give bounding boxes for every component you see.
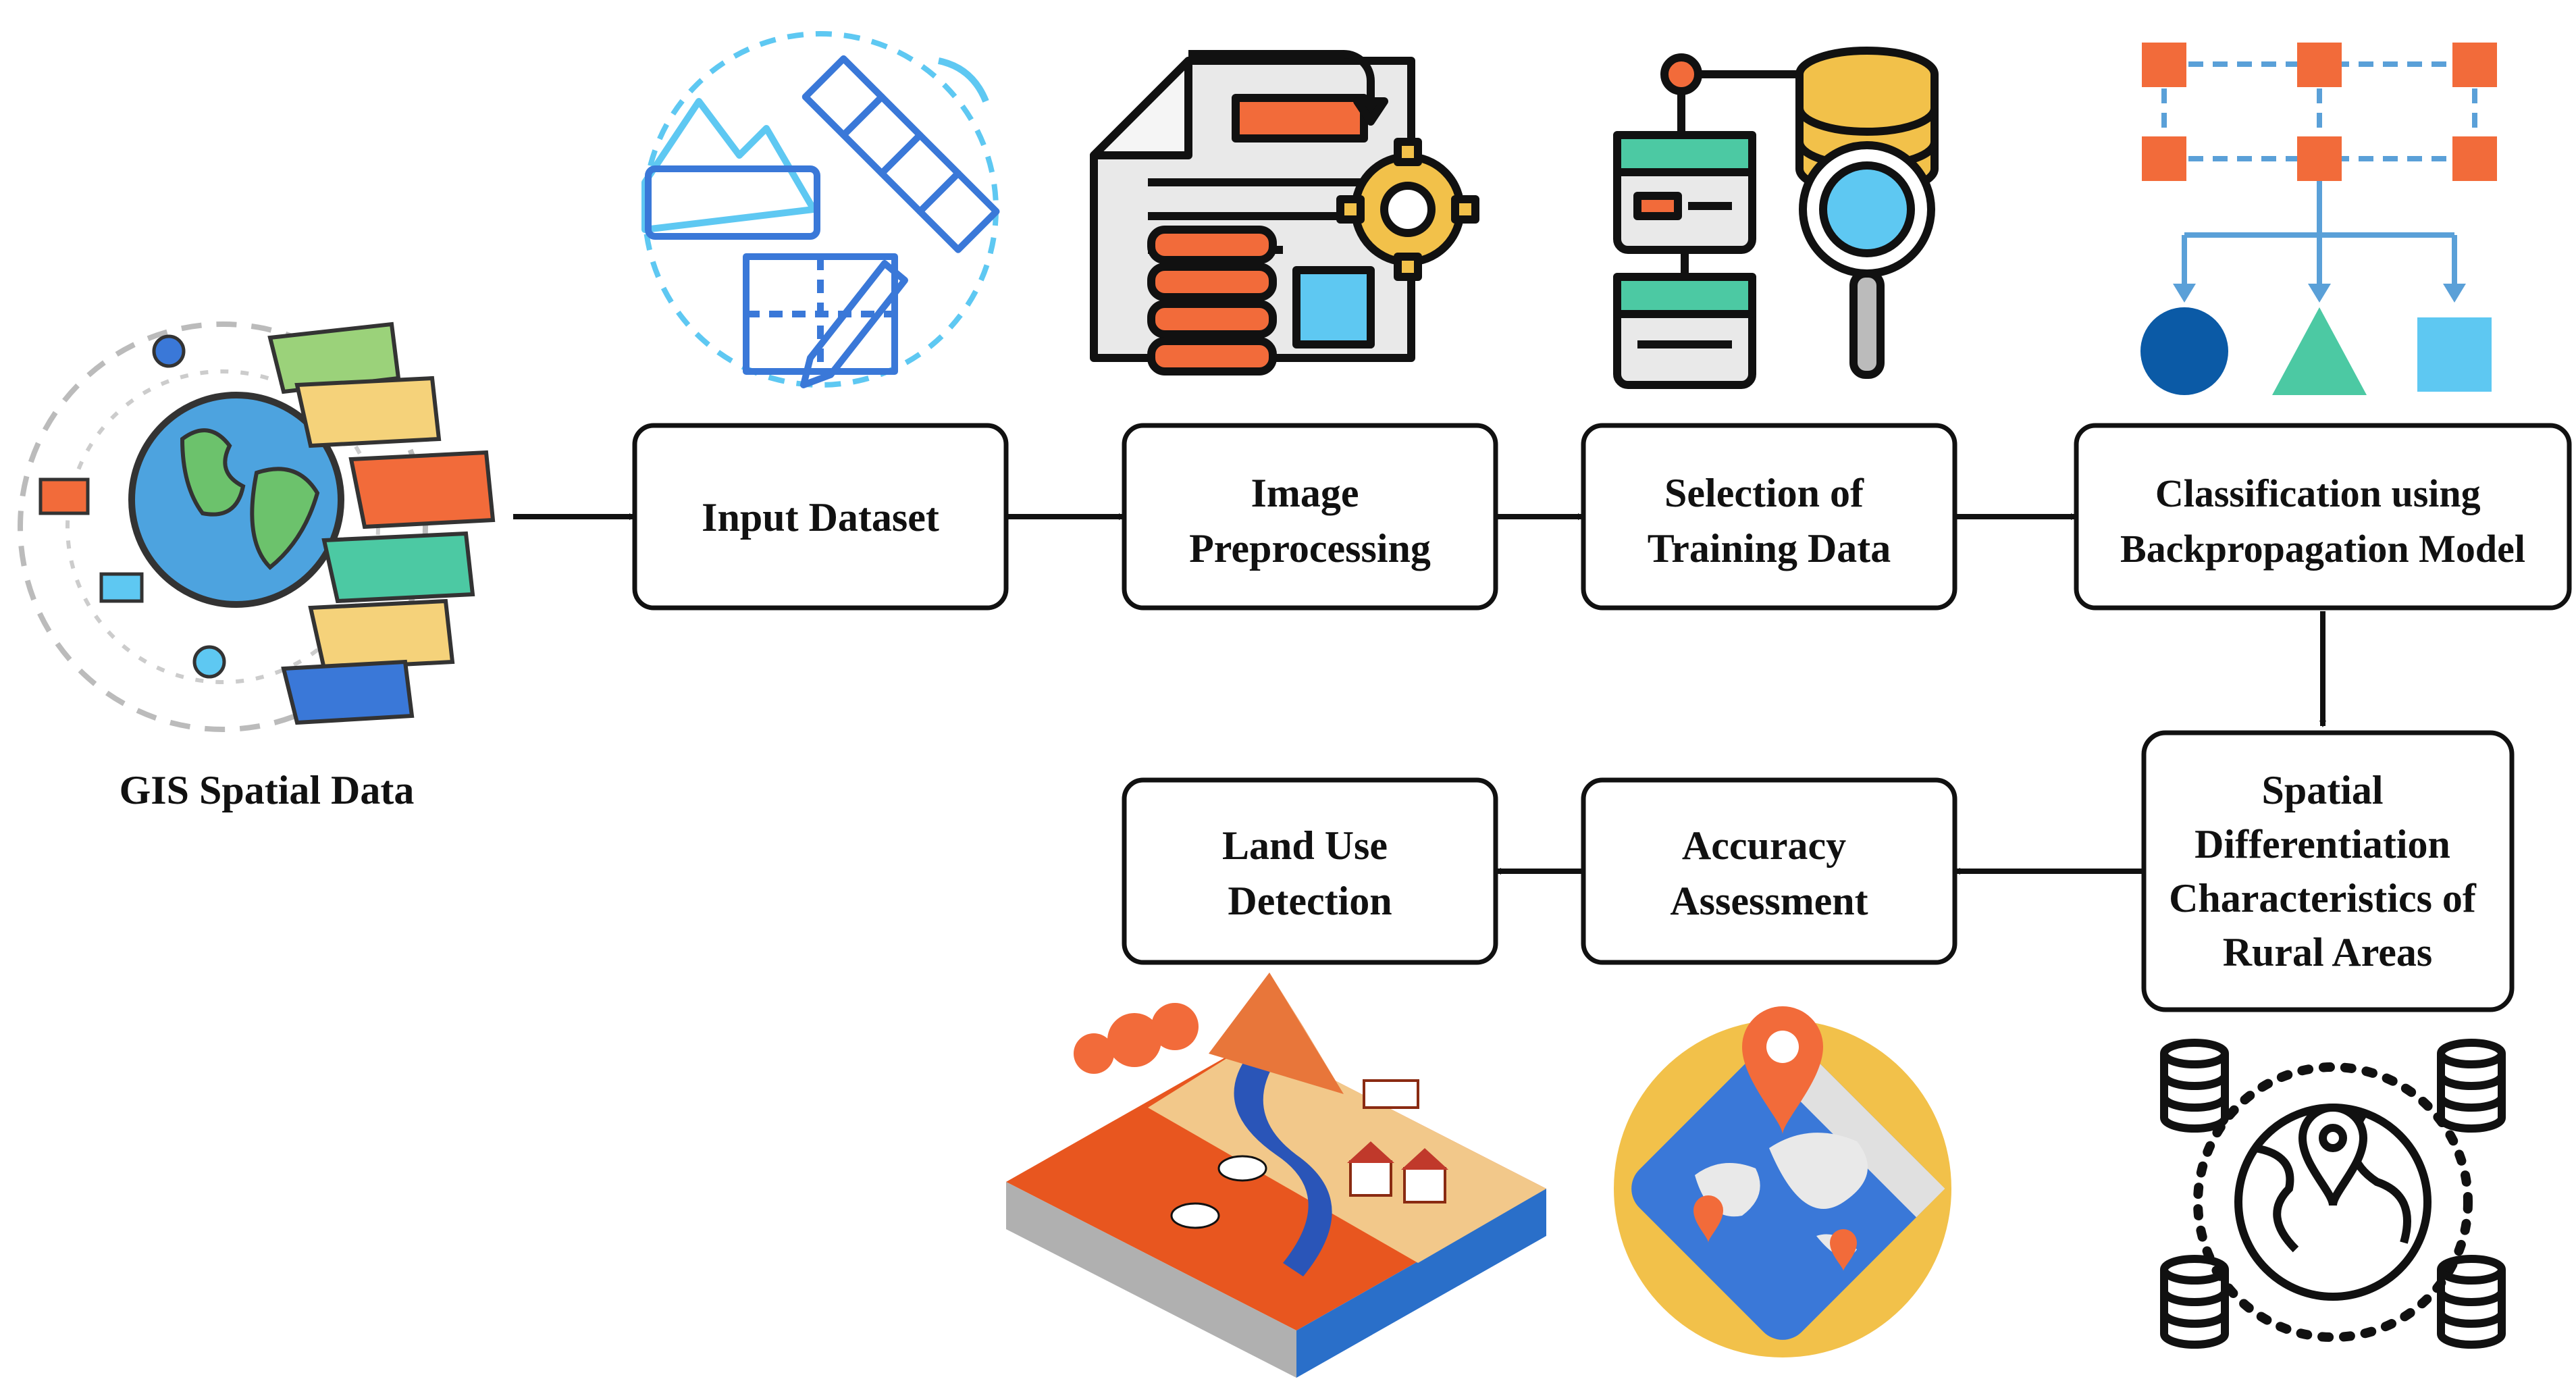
step-classify-line: Backpropagation Model: [2120, 527, 2525, 571]
step-spatial-line: Rural Areas: [2223, 930, 2433, 975]
world-map-pin-icon: [1614, 1006, 1951, 1357]
svg-text:Spatial Differentiation: Spatial Differentiation Characteristics …: [2169, 768, 2486, 975]
server-database-search-icon: [1613, 47, 1939, 389]
step-preprocess-line: Image: [1251, 471, 1359, 515]
svg-text:Land Use Detection: Land Use Detection: [1222, 823, 1398, 923]
step-accuracy-line: Assessment: [1670, 879, 1868, 923]
step-training-line: Selection of: [1664, 471, 1864, 515]
svg-text:Classification using Bac: Classification using Backpropagation Mod…: [2120, 471, 2525, 571]
hierarchy-shapes-icon: [2140, 43, 2497, 395]
step-accuracy: Accuracy Assessment: [1581, 777, 1957, 965]
step-input: Input Dataset: [632, 423, 1009, 611]
global-database-network-icon: [2160, 1039, 2506, 1349]
svg-text:Input Dataset: Input Dataset: [702, 495, 939, 540]
step-input-line: Input Dataset: [702, 495, 939, 540]
step-training: Selection of Training Data: [1581, 423, 1957, 611]
step-landuse-line: Detection: [1228, 879, 1392, 923]
step-spatial-line: Differentiation: [2194, 822, 2450, 866]
step-classify-line: Classification using: [2155, 471, 2481, 515]
satellite-map-icon: [641, 31, 1000, 388]
step-accuracy-line: Accuracy: [1682, 823, 1846, 868]
svg-text:Image Preprocessing: Image Preprocessing: [1189, 471, 1431, 571]
step-preprocess-line: Preprocessing: [1189, 526, 1431, 571]
document-database-gear-icon: [1090, 50, 1479, 376]
step-training-line: Training Data: [1648, 526, 1891, 571]
svg-text:Selection of Training Da: Selection of Training Data: [1648, 471, 1891, 571]
globe-layers-icon: [18, 321, 496, 732]
step-classify: Classification using Backpropagation Mod…: [2074, 423, 2572, 611]
rural-landscape-icon: [1006, 973, 1546, 1378]
step-landuse-line: Land Use: [1222, 823, 1388, 868]
step-preprocess: Image Preprocessing: [1122, 423, 1498, 611]
source-label: GIS Spatial Data: [120, 768, 415, 812]
step-landuse: Land Use Detection: [1122, 777, 1498, 965]
svg-text:Accuracy Assessment: Accuracy Assessment: [1670, 823, 1868, 923]
step-spatial-line: Characteristics of: [2169, 876, 2477, 921]
flow-arrows: [513, 513, 2326, 875]
step-spatial: Spatial Differentiation Characteristics …: [2141, 730, 2515, 1012]
step-spatial-line: Spatial: [2261, 768, 2383, 812]
